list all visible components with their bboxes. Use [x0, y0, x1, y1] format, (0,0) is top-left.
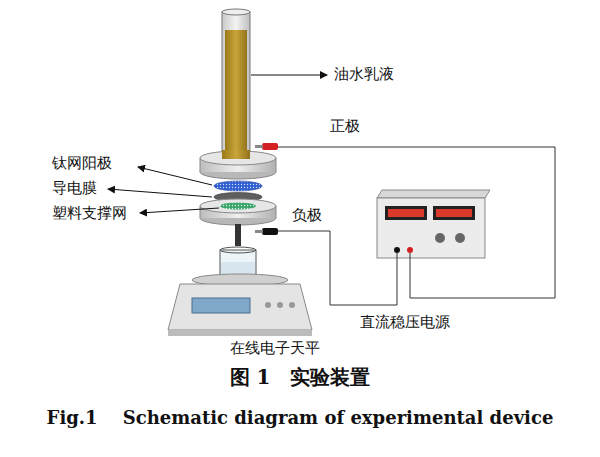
part-label: 钛网阳极 [52, 155, 112, 172]
electrode-label: 负极 [292, 207, 322, 224]
device-label: 直流稳压电源 [360, 314, 450, 331]
device-label: 在线电子天平 [230, 340, 320, 357]
electrode-label: 正极 [330, 118, 360, 135]
figure-caption: 图 1 实验装置 [230, 366, 371, 389]
part-label: 塑料支撑网 [52, 205, 127, 222]
part-label: 油水乳液 [334, 66, 394, 83]
english-caption: Fig.1 Schematic diagram of experimental … [47, 408, 554, 429]
part-label: 导电膜 [52, 180, 97, 197]
